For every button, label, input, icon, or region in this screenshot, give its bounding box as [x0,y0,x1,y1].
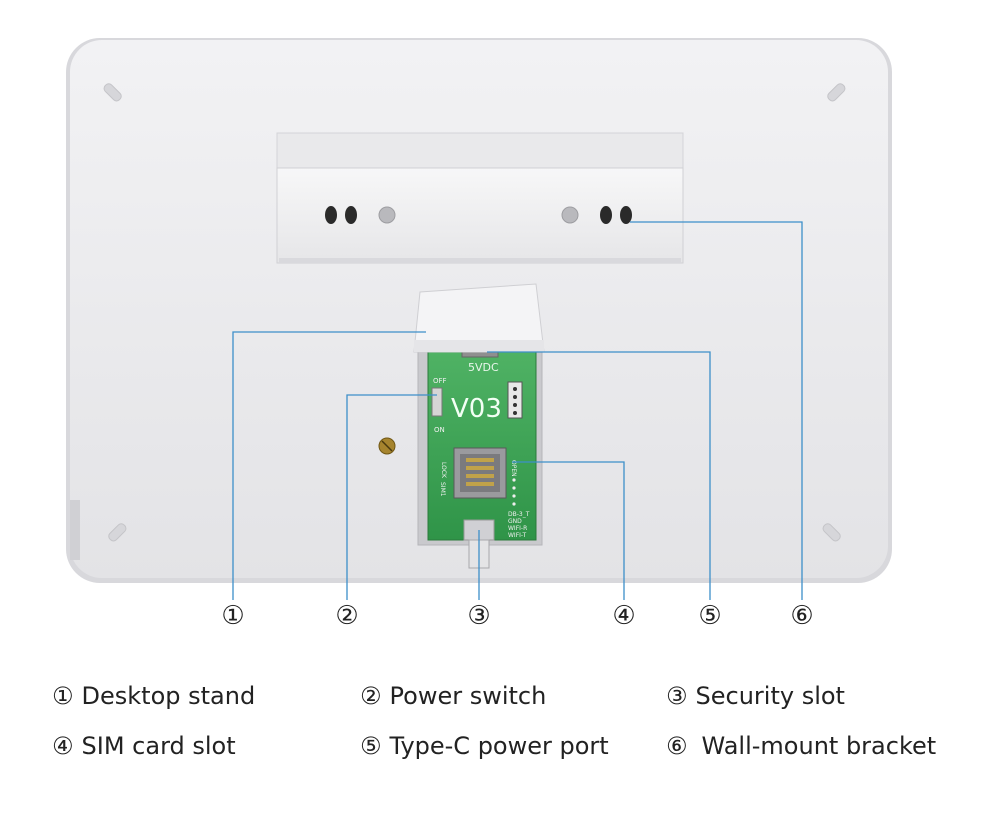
legend-mark: ⑥ [666,732,688,760]
callout-line-2 [346,394,437,600]
pin-labels: DB-3_T GND WIFI-R WIFI-T [508,511,530,539]
legend-label: Desktop stand [81,682,256,710]
pin-label: DB-3_T [508,511,530,518]
sim-label: SIM1 [439,482,446,497]
legend-label: Wall-mount bracket [701,732,937,760]
lock-label: LOCK [440,462,447,479]
pin-label: WIFI-T [508,532,527,539]
switch-off-label: OFF [433,377,447,385]
legend-mark: ① [52,682,74,710]
callout-marker-3: ③ [467,601,491,631]
legend-mark: ③ [666,682,688,710]
callout-line-6 [630,221,803,600]
board-version-label: V03 [451,394,502,424]
corner-clips [103,83,846,542]
pin-label: WIFI-R [508,525,527,532]
legend-label: Type-C power port [389,732,609,760]
callout-marker-4: ④ [612,601,636,631]
callout-line-4 [512,461,625,600]
device-back-illustration: 5VDC V03 OFF ON LOCK SIM1 OPEN DB-3_T GN… [66,38,892,600]
power-port-label: 5VDC [468,361,499,374]
legend-label: Security slot [695,682,845,710]
screw [378,437,396,455]
pin-label: GND [508,518,522,525]
legend-mark: ⑤ [360,732,382,760]
callout-lines [232,221,803,600]
callout-marker-1: ① [221,601,245,631]
callout-marker-5: ⑤ [698,601,722,631]
callout-marker-6: ⑥ [790,601,814,631]
callout-marker-2: ② [335,601,359,631]
callout-line-1 [232,331,426,600]
pcb-compartment [417,339,543,569]
open-label: OPEN [510,460,517,477]
legend-mark: ② [360,682,382,710]
callout-line-5 [487,351,711,600]
legend-item-wall-mount-bracket: ⑥ Wall-mount bracket [666,732,936,760]
legend-label: Power switch [389,682,547,710]
legend-mark: ④ [52,732,74,760]
switch-on-label: ON [434,426,445,434]
legend-label: SIM card slot [81,732,236,760]
desktop-stand [413,283,545,353]
wall-mount-bracket [276,132,684,264]
